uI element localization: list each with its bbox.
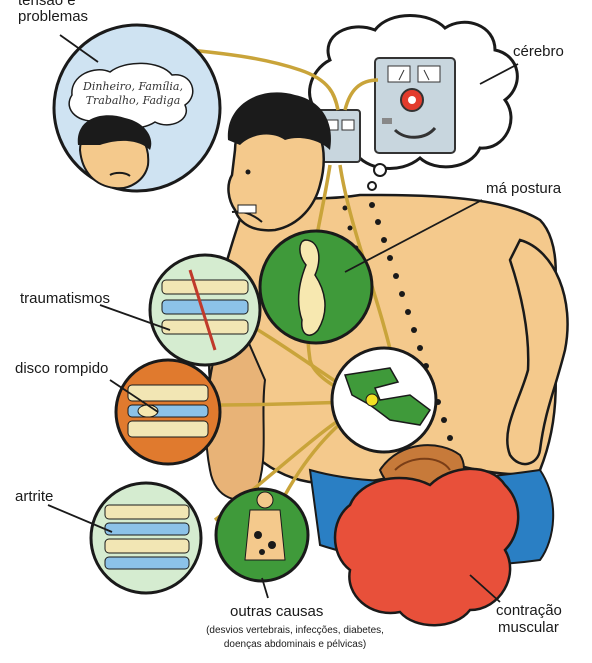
brain-control-panel [375, 58, 455, 153]
other-causes-circle [216, 489, 308, 581]
bad-posture-circle [260, 231, 372, 343]
muscle-contraction-blob [335, 469, 518, 625]
label-other-causes-detail-2: doenças abdominais e pélvicas) [170, 638, 420, 651]
label-brain: cérebro [513, 43, 564, 60]
trauma-circle [150, 255, 260, 365]
label-contraction-line2: muscular [498, 619, 559, 636]
nerve-zoom-circle [332, 348, 436, 452]
worry-text-line1: Dinheiro, Família, [78, 80, 188, 93]
label-arthritis: artrite [15, 488, 53, 505]
arthritis-circle [91, 483, 201, 593]
label-bad-posture: má postura [486, 180, 561, 197]
worry-text-line2: Trabalho, Fadiga [78, 94, 188, 107]
label-other-causes: outras causas [230, 603, 323, 620]
label-contraction-line1: contração [496, 602, 562, 619]
label-ruptured-disc: disco rompido [15, 360, 108, 377]
label-other-causes-detail-1: (desvios vertebrais, infecções, diabetes… [170, 624, 420, 637]
label-tension-line2: problemas [18, 8, 88, 25]
tension-problems-circle [54, 25, 220, 191]
ruptured-disc-circle [116, 360, 220, 464]
label-traumatisms: traumatismos [20, 290, 110, 307]
